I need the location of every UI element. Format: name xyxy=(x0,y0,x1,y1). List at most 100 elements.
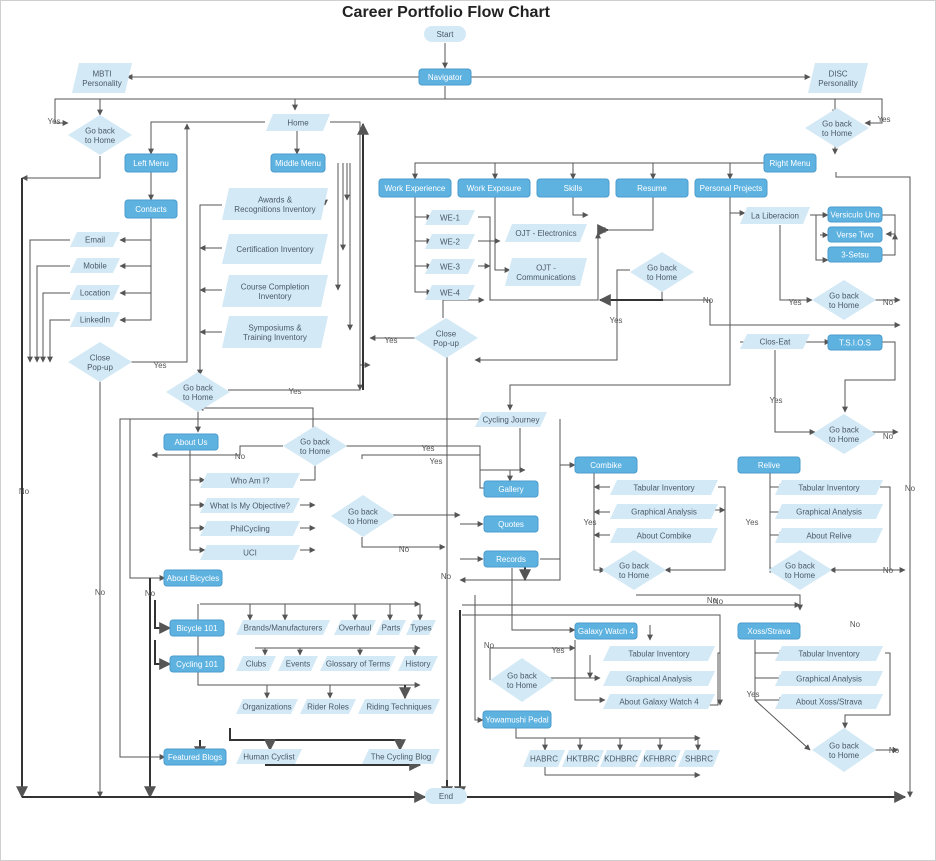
connector xyxy=(507,428,521,482)
connector xyxy=(414,197,433,295)
node-label: Glossary of Terms xyxy=(326,660,390,669)
connector xyxy=(489,645,576,680)
edge-label-yes: Yes xyxy=(153,361,166,370)
edge-label-yes: Yes xyxy=(47,117,60,126)
node-mobile: Mobile xyxy=(70,258,120,273)
node-label: Parts xyxy=(382,624,401,633)
node-label: to Home xyxy=(829,435,860,444)
connector xyxy=(882,233,898,256)
connector xyxy=(148,121,265,155)
node-label: Personality xyxy=(82,79,122,88)
edge-label-yes: Yes xyxy=(745,518,758,527)
connector xyxy=(197,405,314,428)
node-label: UCI xyxy=(243,549,257,558)
node-label: About Galaxy Watch 4 xyxy=(619,698,699,707)
node-label: Recognitions Inventory xyxy=(234,205,315,214)
node-glossary: Glossary of Terms xyxy=(320,656,396,671)
node-clos-eat: Clos-Eat xyxy=(740,334,810,349)
node-about-bicycles: About Bicycles xyxy=(163,569,223,587)
edge-label-no: No xyxy=(399,545,410,554)
connector xyxy=(882,214,896,237)
node-label: 3-Setsu xyxy=(841,251,869,260)
node-label: Communications xyxy=(516,273,576,282)
node-label: Go back xyxy=(829,741,860,750)
node-awards: Awards &Recognitions Inventory xyxy=(222,188,328,220)
node-relive: Relive xyxy=(737,456,801,474)
node-kdhbrc: KDHBRC xyxy=(600,750,642,767)
node-label: Tabular Inventory xyxy=(628,650,689,659)
edge-label-yes: Yes xyxy=(583,518,596,527)
node-label: Verse Two xyxy=(836,231,874,240)
node-label: Tabular Inventory xyxy=(798,484,859,493)
edge-label-no: No xyxy=(883,566,894,575)
node-label: OJT - Electronics xyxy=(515,229,576,238)
node-certification: Certification Inventory xyxy=(222,234,328,264)
node-label: Awards & xyxy=(258,195,293,204)
edge-label-no: No xyxy=(441,572,452,581)
node-label: Cycling 101 xyxy=(176,660,218,669)
node-label: La Liberacion xyxy=(751,212,799,221)
node-parts: Parts xyxy=(376,620,406,635)
node-label: Bicycle 101 xyxy=(177,624,218,633)
node-label: Mobile xyxy=(83,262,107,271)
node-label: to Home xyxy=(85,136,116,145)
node-label: Gallery xyxy=(498,485,523,494)
node-label: Rider Roles xyxy=(307,703,349,712)
node-we4: WE-4 xyxy=(425,285,475,300)
node-label: Clubs xyxy=(246,660,266,669)
edge-label-no: No xyxy=(883,432,894,441)
node-label: to Home xyxy=(829,751,860,760)
node-label: Middle Menu xyxy=(275,159,321,168)
connector xyxy=(119,218,152,323)
node-tabular-inventory: Tabular Inventory xyxy=(775,646,883,661)
node-label: to Home xyxy=(507,681,538,690)
node-clubs: Clubs xyxy=(236,656,276,671)
node-riding-techniques: Riding Techniques xyxy=(358,699,440,714)
connector xyxy=(361,537,446,550)
node-about-us: About Us xyxy=(163,433,219,451)
connector xyxy=(540,462,576,560)
node-records: Records xyxy=(483,550,539,568)
node-objective: What Is My Objective? xyxy=(200,498,300,513)
node-skills: Skills xyxy=(536,178,610,198)
node-events: Events xyxy=(278,656,318,671)
node-right-menu: Right Menu xyxy=(763,153,817,173)
connector xyxy=(197,204,222,376)
node-brands: Brands/Manufacturers xyxy=(236,620,330,635)
node-label: Navigator xyxy=(428,73,463,82)
node-label: Resume xyxy=(637,184,667,193)
node-kfhbrc: KFHBRC xyxy=(639,750,681,767)
node-middle-menu: Middle Menu xyxy=(270,153,326,173)
node-label: HABRC xyxy=(530,755,558,764)
node-label: PhilCycling xyxy=(230,525,270,534)
connector xyxy=(574,640,606,703)
node-cycling-blog: The Cycling Blog xyxy=(362,749,440,764)
connector xyxy=(27,239,70,363)
node-label: WE-3 xyxy=(440,263,461,272)
node-philcycling: PhilCycling xyxy=(200,521,300,536)
node-label: to Home xyxy=(785,571,816,580)
connector xyxy=(729,197,746,216)
node-left-menu: Left Menu xyxy=(124,153,178,173)
node-about-xoss: About Xoss/Strava xyxy=(775,694,883,709)
node-label: Go back xyxy=(85,126,116,135)
edge-label-no: No xyxy=(484,641,495,650)
connector xyxy=(842,652,891,729)
node-label: Versiculo Uno xyxy=(830,211,880,220)
connector xyxy=(21,156,101,181)
node-start: Start xyxy=(424,26,466,42)
node-label: to Home xyxy=(829,301,860,310)
node-label: Go back xyxy=(647,263,678,272)
node-personal-projects: Personal Projects xyxy=(694,178,768,198)
node-label: About Xoss/Strava xyxy=(796,698,863,707)
node-label: to Home xyxy=(183,393,214,402)
connector xyxy=(494,197,511,273)
